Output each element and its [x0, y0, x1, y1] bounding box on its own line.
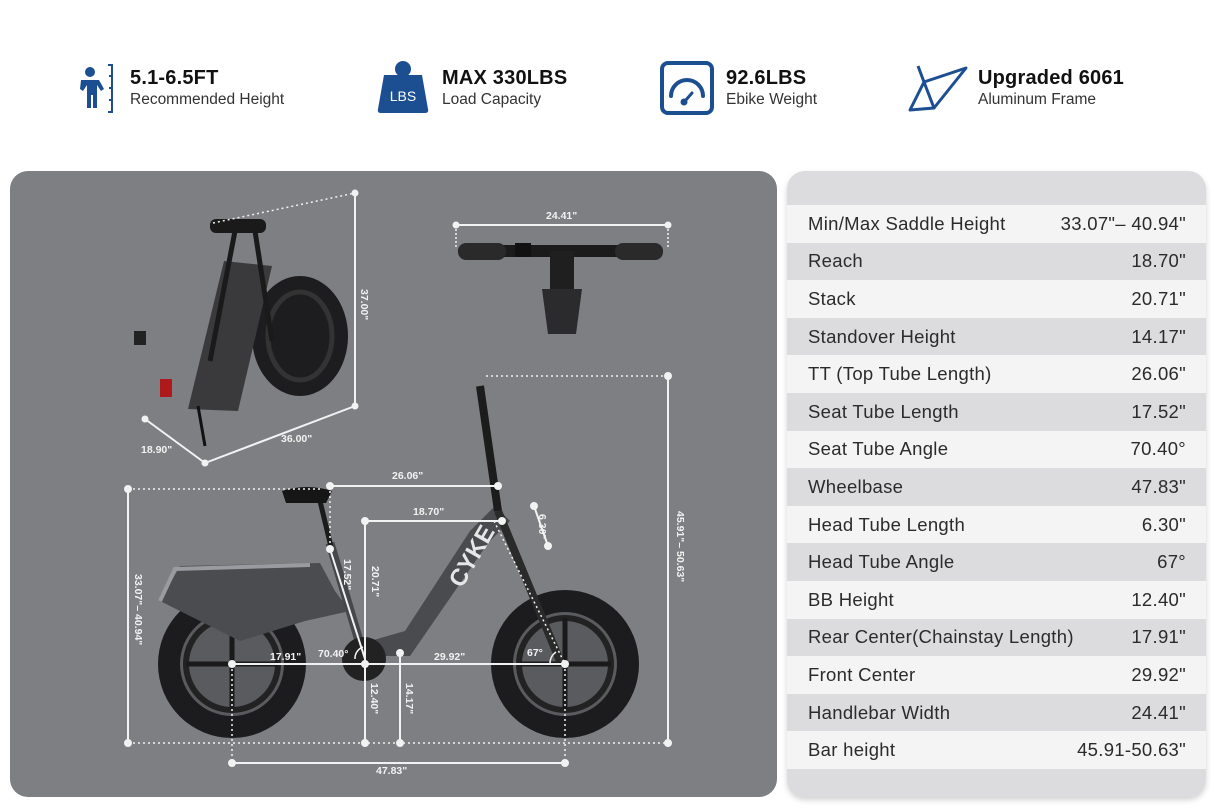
dim-front-center: 29.92" [434, 651, 466, 663]
spec-value: 45.91-50.63" [1077, 739, 1186, 761]
spec-label: Reach [808, 250, 863, 272]
feature-title: 92.6LBS [726, 67, 807, 89]
table-row: Min/Max Saddle Height 33.07"– 40.94" [787, 205, 1206, 243]
table-row: Seat Tube Length 17.52" [787, 392, 1206, 431]
dim-stack: 20.71" [369, 566, 381, 598]
bike-illustration: CYKE [124, 189, 672, 767]
dim-reach: 18.70" [413, 506, 445, 518]
spec-label: Wheelbase [808, 475, 904, 497]
feature-subtitle: Ebike Weight [726, 91, 818, 108]
spec-label: Handlebar Width [808, 701, 951, 723]
feature-load-capacity: LBS MAX 330LBS Load Capacity [374, 58, 567, 118]
spec-label: Min/Max Saddle Height [808, 212, 1006, 234]
spec-label: Standover Height [808, 325, 956, 347]
dim-head-angle: 67° [527, 647, 543, 659]
spec-value: 17.91" [1131, 626, 1186, 648]
spec-label: Seat Tube Length [808, 400, 959, 422]
table-row: BB Height 12.40" [787, 580, 1206, 619]
table-row: Reach 18.70" [787, 242, 1206, 281]
spec-value: 47.83" [1131, 475, 1186, 497]
dim-folded-height: 37.00" [358, 289, 370, 321]
dim-seat-tube: 17.52" [341, 559, 353, 591]
weight-lbs-icon: LBS [374, 61, 432, 115]
spec-value: 17.52" [1131, 400, 1186, 422]
spec-value: 70.40° [1130, 438, 1186, 460]
spec-value: 6.30" [1141, 513, 1186, 535]
table-row: TT (Top Tube Length) 26.06" [787, 355, 1206, 393]
table-row: Seat Tube Angle 70.40° [787, 430, 1206, 469]
table-row: Rear Center(Chainstay Length) 17.91" [787, 618, 1206, 657]
feature-aluminum-frame: Upgraded 6061 Aluminum Frame [908, 58, 1124, 118]
side-bike-illustration: CYKE [158, 385, 639, 738]
spec-label: BB Height [808, 588, 894, 610]
geometry-spec-table: Min/Max Saddle Height 33.07"– 40.94" Reac… [787, 171, 1206, 797]
feature-subtitle: Load Capacity [442, 91, 542, 108]
feature-subtitle: Recommended Height [130, 91, 285, 108]
spec-value: 33.07"– 40.94" [1060, 212, 1186, 234]
table-row: Handlebar Width 24.41" [787, 693, 1206, 732]
feature-recommended-height: 5.1-6.5FT Recommended Height [72, 58, 284, 118]
person-height-icon [72, 61, 120, 115]
dim-handlebar-width: 24.41" [546, 210, 578, 222]
geometry-diagram: CYKE [10, 171, 777, 797]
dim-top-tube: 26.06" [392, 470, 424, 482]
dim-chainstay: 17.91" [270, 651, 302, 663]
dim-wheelbase: 47.83" [376, 765, 408, 777]
table-row: Bar height 45.91-50.63" [787, 731, 1206, 769]
dim-saddle-height: 33.07"– 40.94" [132, 574, 144, 646]
dim-bar-height: 45.91"– 50.63" [674, 511, 686, 583]
spec-label: Head Tube Angle [808, 551, 955, 573]
table-row: Stack 20.71" [787, 280, 1206, 318]
dim-standover: 14.17" [403, 683, 415, 715]
table-row: Head Tube Length 6.30" [787, 505, 1206, 544]
spec-value: 20.71" [1131, 287, 1186, 309]
bike-frame-icon [908, 61, 968, 115]
spec-label: Rear Center(Chainstay Length) [808, 626, 1074, 648]
table-row: Standover Height 14.17" [787, 317, 1206, 356]
gauge-icon [658, 61, 716, 115]
table-row: Head Tube Angle 67° [787, 543, 1206, 581]
folded-bike-illustration [134, 219, 348, 447]
dim-bb-height: 12.40" [368, 683, 380, 715]
spec-value: 29.92" [1131, 663, 1186, 685]
spec-label: Bar height [808, 739, 896, 761]
weight-icon-text: LBS [390, 88, 416, 104]
spec-label: Stack [808, 287, 856, 309]
spec-value: 12.40" [1131, 588, 1186, 610]
dim-folded-width: 18.90" [141, 444, 173, 456]
spec-label: Seat Tube Angle [808, 438, 949, 460]
spec-label: Head Tube Length [808, 513, 966, 535]
dim-seat-angle: 70.40° [318, 648, 349, 660]
spec-label: TT (Top Tube Length) [808, 363, 992, 385]
spec-value: 14.17" [1131, 325, 1186, 347]
feature-title: Upgraded 6061 [978, 67, 1124, 89]
spec-value: 26.06" [1131, 363, 1186, 385]
spec-value: 18.70" [1131, 250, 1186, 272]
feature-title: 5.1-6.5FT [130, 67, 219, 89]
spec-label: Front Center [808, 663, 916, 685]
dim-folded-length: 36.00" [281, 433, 313, 445]
table-row: Front Center 29.92" [787, 656, 1206, 694]
spec-value: 24.41" [1131, 701, 1186, 723]
spec-value: 67° [1157, 551, 1186, 573]
brand-logo: CYKE [444, 521, 501, 592]
feature-subtitle: Aluminum Frame [978, 91, 1096, 108]
handlebar-top-illustration [458, 243, 663, 334]
dim-head-tube: 6.30" [536, 514, 548, 540]
feature-ebike-weight: 92.6LBS Ebike Weight [658, 58, 817, 118]
feature-title: MAX 330LBS [442, 67, 568, 89]
table-row: Wheelbase 47.83" [787, 468, 1206, 506]
